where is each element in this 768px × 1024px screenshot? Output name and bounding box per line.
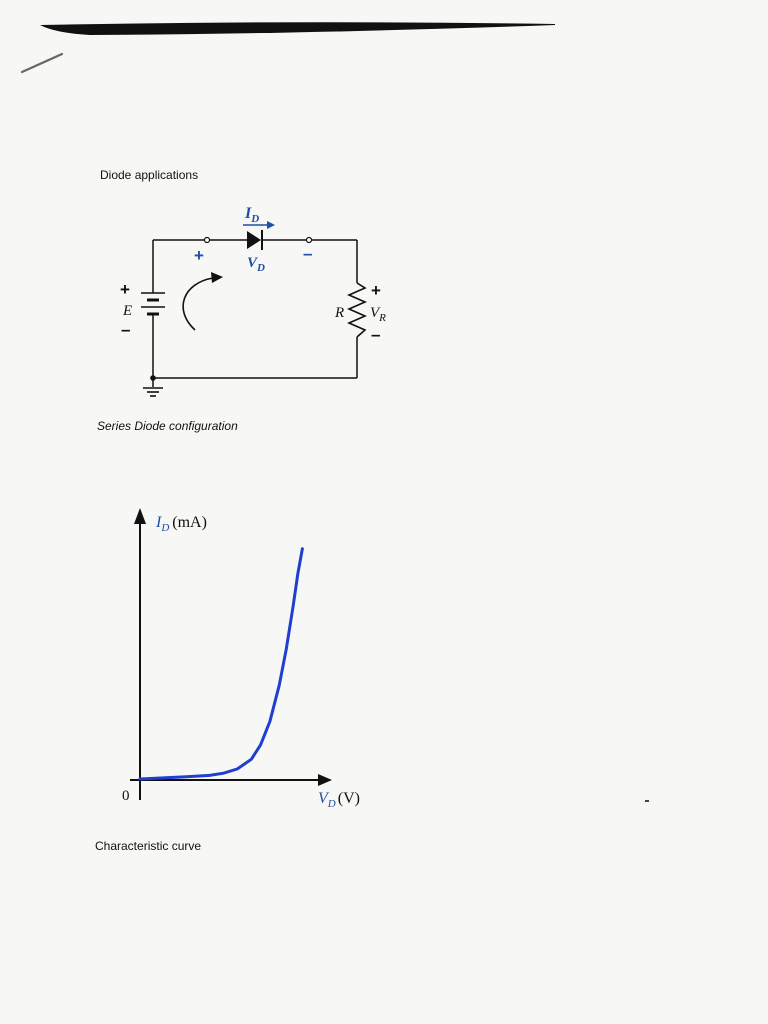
chart-axes [130, 520, 322, 800]
y-axis-arrowhead [134, 508, 146, 524]
series-diode-circuit: ID VD + – + E – R + VR – [120, 205, 386, 397]
diode-minus-sign: – [303, 244, 312, 263]
stray-mark [645, 800, 649, 802]
y-axis-label: ID(mA) [155, 514, 207, 534]
page-edge-shadow [40, 22, 555, 35]
diode-voltage-label: VD [247, 255, 265, 274]
current-label: ID [244, 205, 259, 225]
x-axis-arrowhead [318, 774, 332, 786]
figure1-caption: Series Diode configuration [97, 419, 238, 433]
characteristic-chart: ID(mA) VD(V) 0 [122, 508, 360, 810]
loop-current-arrow [182, 272, 223, 331]
source-label: E [122, 303, 132, 319]
figure2-caption: Characteristic curve [95, 839, 202, 853]
section-heading: Diode applications [100, 168, 199, 182]
source-plus-sign: + [120, 280, 130, 299]
diode-plus-sign: + [194, 246, 204, 265]
x-axis-label: VD(V) [318, 790, 360, 810]
resistor-symbol [347, 282, 367, 338]
current-arrow [243, 221, 275, 229]
pen-mark [20, 52, 64, 74]
battery-symbol [141, 290, 165, 323]
resistor-label: R [334, 305, 344, 321]
diode-symbol [247, 230, 263, 250]
ground-symbol [143, 375, 163, 397]
resistor-plus-sign: + [371, 281, 381, 300]
resistor-minus-sign: – [371, 325, 380, 344]
source-minus-sign: – [121, 320, 130, 339]
resistor-voltage-label: VR [370, 305, 386, 324]
origin-label: 0 [122, 788, 130, 804]
diode-current-curve [138, 547, 304, 781]
